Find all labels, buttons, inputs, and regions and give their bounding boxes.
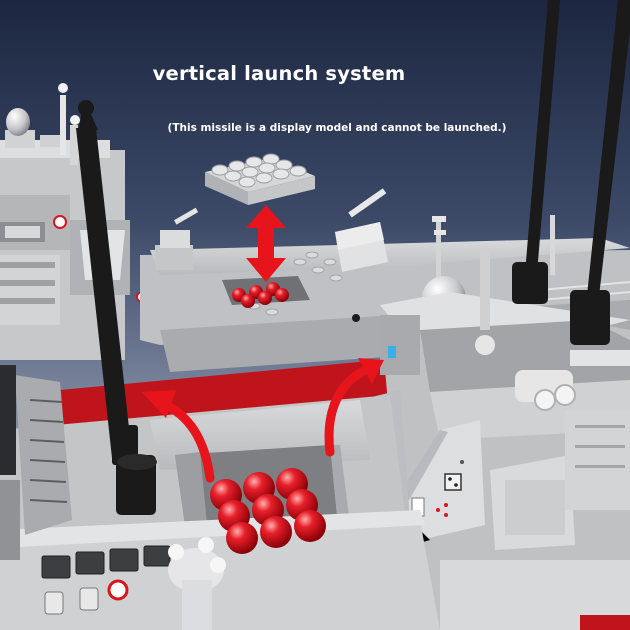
- upper-missile-cluster: [232, 282, 289, 308]
- main-gun-turret: [335, 188, 388, 272]
- arrow-heads: [142, 358, 384, 418]
- feature-title: vertical launch system: [152, 62, 406, 85]
- feature-disclaimer: (This missile is a display model and can…: [167, 122, 507, 134]
- deck-gun-left: [155, 207, 199, 270]
- lower-missile-cluster: [210, 468, 326, 554]
- black-masts: [76, 0, 630, 515]
- vls-hatch-cover: [205, 153, 315, 205]
- binocular-unit: [515, 370, 576, 411]
- capstan: [168, 537, 226, 630]
- up-down-arrow-icon: [246, 205, 286, 282]
